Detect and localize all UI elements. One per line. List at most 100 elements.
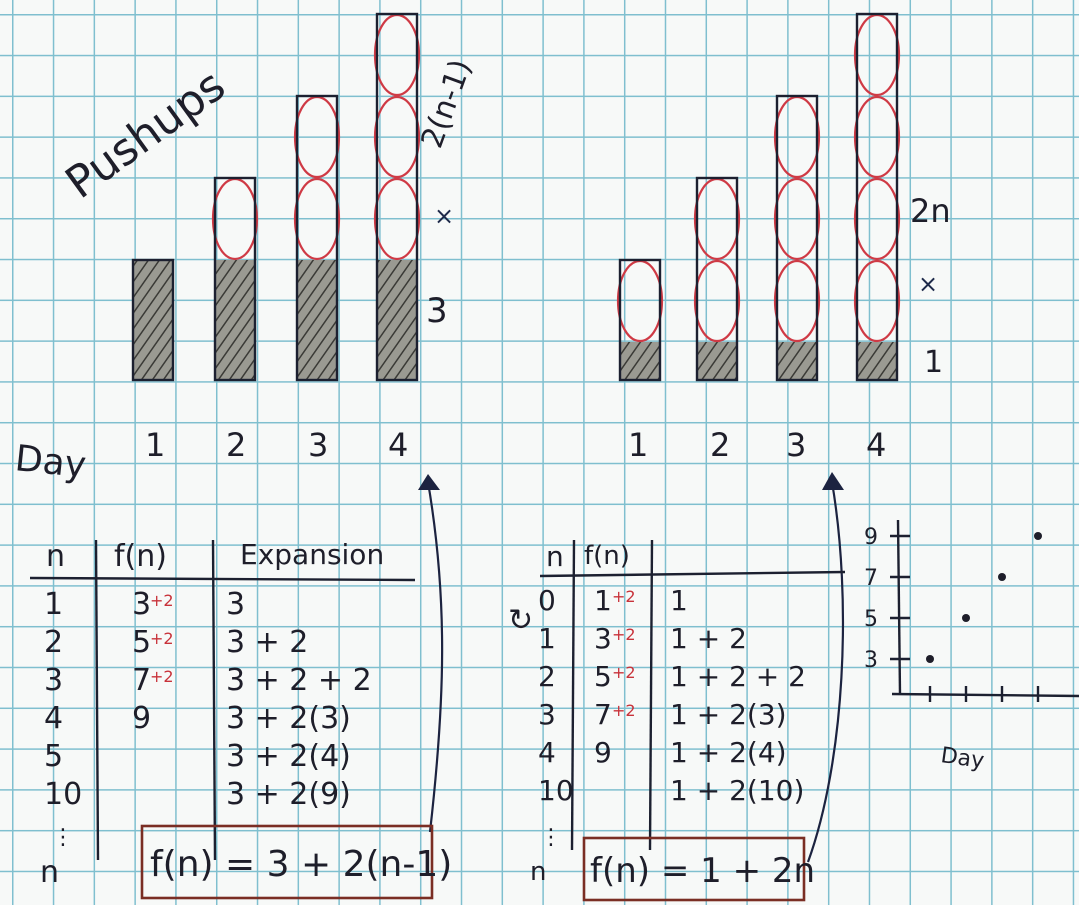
left-bar-base-block bbox=[215, 260, 255, 380]
scatter-points bbox=[926, 532, 1042, 663]
row-expansion: 3 + 2(4) bbox=[226, 739, 351, 774]
right-base-label: 1 bbox=[924, 345, 943, 380]
right-bar-day-2 bbox=[693, 176, 741, 382]
right-bar-added-circle bbox=[853, 95, 901, 179]
right-day-3: 3 bbox=[786, 426, 806, 464]
left-arrow bbox=[426, 481, 444, 833]
scatter-y-tick-label: 7 bbox=[864, 566, 878, 591]
row-n: 10 bbox=[538, 774, 574, 807]
right-bar-base-block bbox=[620, 342, 660, 380]
row-expansion: 3 + 2(3) bbox=[226, 701, 351, 736]
row-expansion: 1 + 2(10) bbox=[670, 774, 804, 807]
title-pushups: Pushups bbox=[56, 60, 234, 209]
row-difference: +2 bbox=[612, 625, 636, 644]
left-bars bbox=[131, 12, 421, 382]
row-fn: 5 bbox=[594, 660, 612, 693]
row-expansion: 3 + 2(9) bbox=[226, 777, 351, 812]
row-expansion: 3 + 2 bbox=[226, 625, 308, 660]
right-bar-added-circle bbox=[853, 177, 901, 261]
row-expansion: 1 + 2 bbox=[670, 622, 747, 655]
row-n: 1 bbox=[44, 587, 63, 622]
row-fn: 9 bbox=[594, 736, 612, 769]
left-formula: f(n) = 3 + 2(n-1) bbox=[150, 844, 452, 885]
right-dots: ⋮ bbox=[540, 825, 562, 850]
left-bar-day-4 bbox=[373, 12, 421, 382]
left-bar-base-block bbox=[377, 260, 417, 380]
right-times-label: × bbox=[918, 270, 938, 298]
left-bar-added-circle bbox=[293, 95, 341, 179]
left-base-label: 3 bbox=[426, 291, 448, 331]
row-difference: +2 bbox=[612, 663, 636, 682]
row-expansion: 1 + 2(3) bbox=[670, 698, 787, 731]
left-bar-added-circle bbox=[373, 177, 421, 261]
right-table-row: 3 7+2 1 + 2(3) bbox=[538, 698, 787, 731]
right-bar-outline bbox=[775, 94, 819, 382]
row-fn: 7 bbox=[594, 698, 612, 731]
right-col-fn: f(n) bbox=[584, 541, 630, 571]
left-last-n: n bbox=[40, 855, 59, 890]
right-bar-added-circle bbox=[773, 259, 821, 343]
right-bar-added-circle bbox=[853, 259, 901, 343]
right-bar-day-4 bbox=[853, 12, 901, 382]
left-growth-label: 2(n-1) bbox=[415, 55, 479, 153]
left-bar-base-block bbox=[133, 260, 173, 380]
left-bar-outline bbox=[213, 176, 257, 382]
row-n: 3 bbox=[538, 698, 556, 731]
scatter-y-axis bbox=[896, 519, 902, 695]
right-bar-added-circle bbox=[693, 177, 741, 261]
row-fn: 9 bbox=[132, 701, 151, 736]
row-difference: +2 bbox=[150, 667, 174, 686]
row-n: 0 bbox=[538, 584, 556, 617]
scatter-point bbox=[926, 655, 934, 663]
left-bar-day-3 bbox=[293, 94, 341, 382]
left-bar-day-2 bbox=[211, 176, 259, 382]
right-bar-added-circle bbox=[693, 259, 741, 343]
row-fn: 5 bbox=[132, 625, 151, 660]
left-col-expansion: Expansion bbox=[240, 538, 384, 571]
right-bar-added-circle bbox=[773, 177, 821, 261]
right-day-2: 2 bbox=[710, 426, 730, 464]
scatter-y-tick-label: 3 bbox=[864, 648, 878, 673]
scatter-x-axis bbox=[891, 692, 1079, 698]
left-bar-added-circle bbox=[211, 177, 259, 261]
right-formula-box bbox=[582, 836, 806, 902]
row-expansion: 3 bbox=[226, 587, 245, 622]
left-day-4: 4 bbox=[388, 426, 408, 464]
right-table-row: 10 1 + 2(10) bbox=[538, 774, 804, 807]
day-label: Day bbox=[13, 438, 88, 486]
left-bar-outline bbox=[295, 94, 339, 382]
right-bars bbox=[616, 12, 901, 382]
scatter-xlabel: Day bbox=[939, 743, 986, 774]
right-bar-added-circle bbox=[853, 13, 901, 97]
row-fn: 3 bbox=[132, 587, 151, 622]
left-bar-base-block bbox=[297, 260, 337, 380]
right-day-1: 1 bbox=[628, 426, 648, 464]
left-col-n: n bbox=[46, 539, 65, 574]
left-bar-day-1 bbox=[131, 258, 175, 382]
right-arrow-head bbox=[822, 472, 844, 490]
right-bar-outline bbox=[695, 176, 739, 382]
row-expansion: 1 + 2 + 2 bbox=[670, 660, 806, 693]
right-bar-base-block bbox=[777, 342, 817, 380]
left-dots: ⋮ bbox=[52, 825, 74, 850]
right-bar-added-circle bbox=[616, 259, 664, 343]
row-n: 4 bbox=[538, 736, 556, 769]
row-expansion: 3 + 2 + 2 bbox=[226, 663, 372, 698]
scatter-y-tick-label: 5 bbox=[864, 607, 878, 632]
row-expansion: 1 bbox=[670, 584, 688, 617]
left-col-fn: f(n) bbox=[114, 539, 167, 574]
row-difference: +2 bbox=[612, 701, 636, 720]
right-last-n: n bbox=[530, 857, 546, 887]
